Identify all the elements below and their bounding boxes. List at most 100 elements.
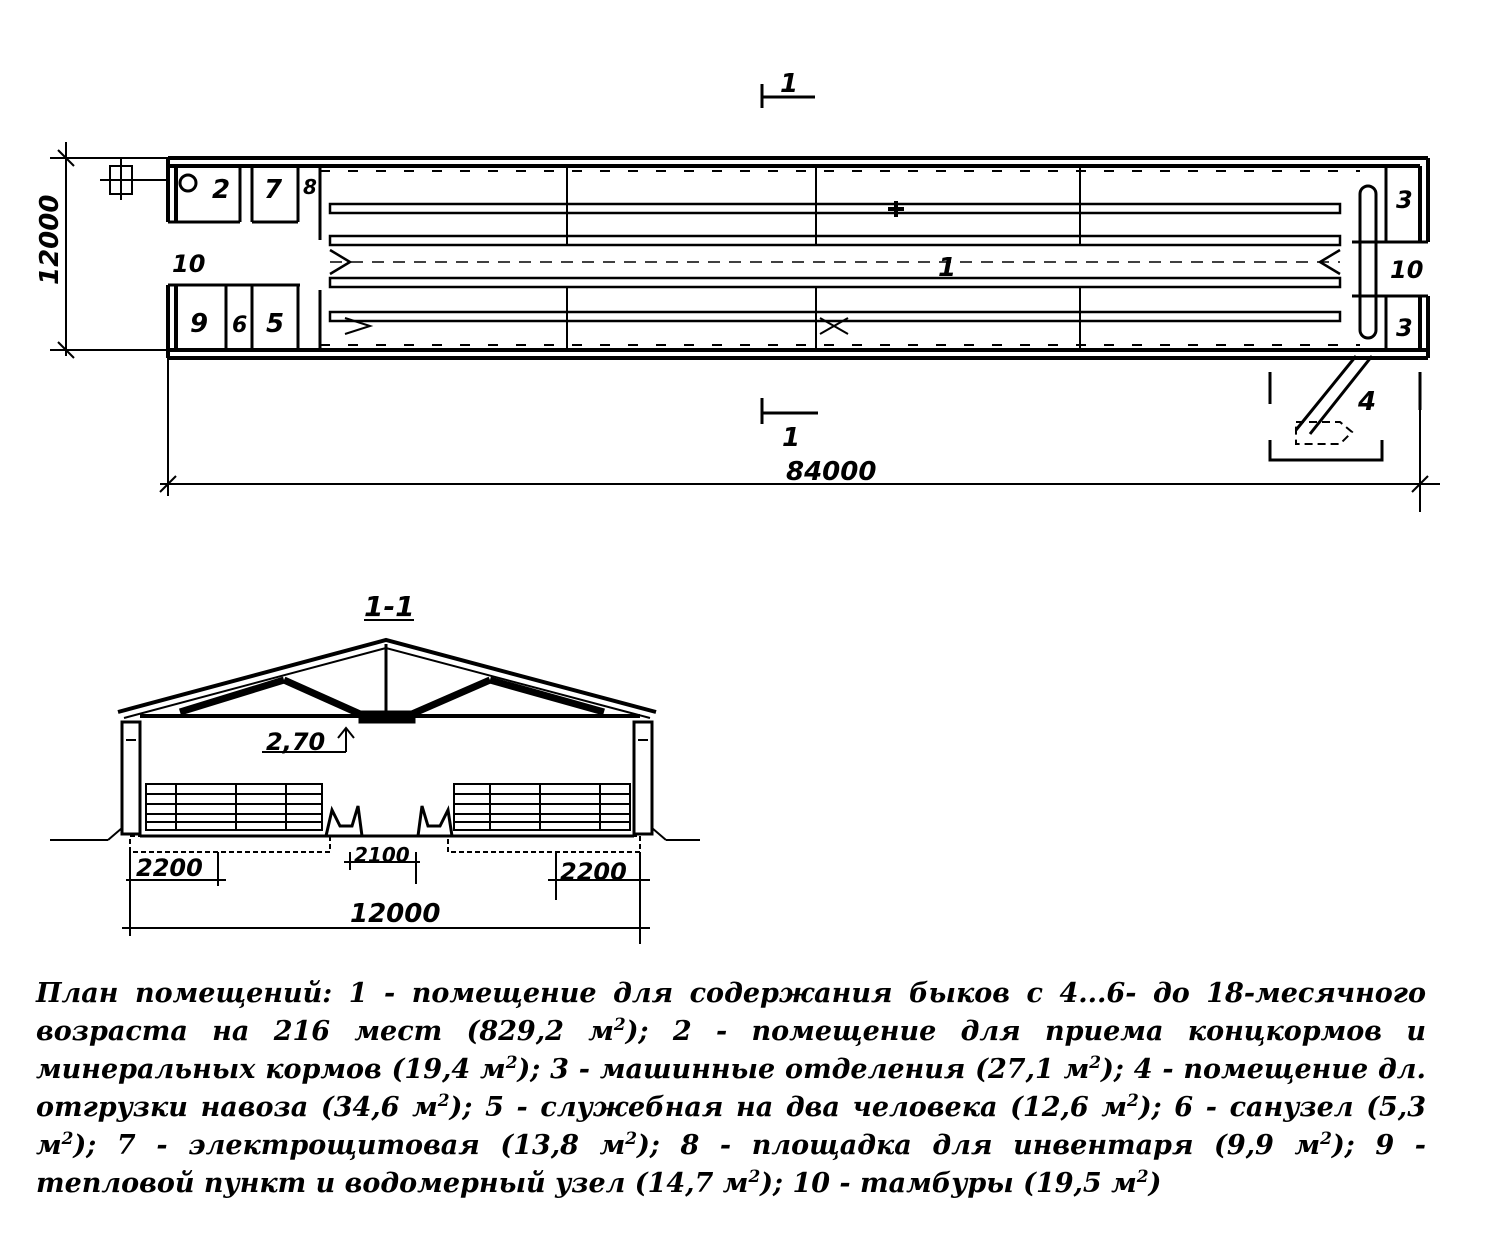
room-label-7: 7 [264, 175, 283, 205]
floor-plan [50, 84, 1440, 512]
legend-exponent: 2 [437, 1091, 450, 1111]
legend-area: 829,2 [479, 1016, 589, 1047]
section-walls [50, 720, 700, 841]
legend-item-7: 7 - электрощитовая (13,8 м2); [116, 1129, 681, 1161]
room-label-1: 1 [938, 253, 956, 283]
left-rooms [168, 166, 322, 350]
legend-number: 10 [792, 1168, 831, 1199]
room-label-3-top: 3 [1396, 186, 1413, 214]
legend-text: - электрощитовая ( [135, 1130, 514, 1161]
legend-text: - помещение дл. отгрузки навоза ( [36, 1054, 1426, 1123]
legend-unit: м [1294, 1130, 1321, 1161]
room-label-4: 4 [1357, 387, 1376, 417]
legend-area: 14,7 [647, 1168, 723, 1199]
legend-item-10: 10 - тамбуры (19,5 м2) [792, 1167, 1162, 1199]
legend-area: 5,3 [1379, 1092, 1426, 1123]
legend-text: - санузел ( [1193, 1092, 1380, 1123]
legend-item-2: 2 - помещение для приема концкормов и ми… [36, 1016, 1426, 1085]
legend-text: - тепловой пункт и водомерный узел ( [36, 1130, 1426, 1199]
legend-text: - тамбуры ( [830, 1168, 1036, 1199]
legend-unit: м [480, 1054, 506, 1085]
room-label-10-right: 10 [1390, 256, 1423, 284]
dim-total-label: 12000 [350, 899, 440, 929]
manure-channels [129, 835, 641, 853]
legend-exponent: 2 [1089, 1053, 1102, 1073]
legend-exponent: 2 [1127, 1091, 1139, 1111]
legend-item-6: 6 - санузел (5,3 м2); [36, 1092, 1426, 1161]
room-label-10-left: 10 [172, 250, 205, 278]
legend-number: 2 [672, 1016, 692, 1047]
legend-unit: м [412, 1092, 438, 1123]
dim-length-label: 84000 [786, 457, 876, 487]
right-rooms [1268, 166, 1428, 462]
legend-number: 7 [116, 1130, 136, 1161]
legend-area: 27,1 [987, 1054, 1064, 1085]
legend-exponent: 2 [1320, 1129, 1332, 1149]
legend-unit: м [1111, 1168, 1137, 1199]
section-labels: 1-1 2,70 2200 2100 2200 12000 [136, 590, 627, 929]
legend-item-9: 9 - тепловой пункт и водомерный узел (14… [36, 1130, 1426, 1199]
legend-exponent: 2 [625, 1129, 638, 1149]
section-mark-bottom: 1 [782, 423, 800, 453]
height-mark-label: 2,70 [266, 728, 325, 756]
legend-area: 34,6 [333, 1092, 413, 1123]
legend-unit: м [1101, 1092, 1128, 1123]
dim-width-label: 12000 [35, 195, 65, 285]
legend-number: 6 [1174, 1092, 1194, 1123]
legend-number: 3 [550, 1054, 569, 1085]
room-label-8: 8 [303, 175, 317, 199]
outer-walls [166, 156, 1430, 360]
legend-unit: м [588, 1016, 614, 1047]
legend-unit: м [1063, 1054, 1090, 1085]
dim-right-label: 2200 [560, 858, 627, 886]
room-label-5: 5 [266, 309, 284, 339]
caption-items: 1 - помещение для содержания быков с 4..… [36, 978, 1426, 1199]
room-label-3-bottom: 3 [1396, 314, 1413, 342]
legend-exponent: 2 [61, 1129, 74, 1149]
room-label-9: 9 [190, 309, 208, 339]
section-title: 1-1 [364, 590, 415, 623]
section-stalls [140, 783, 634, 838]
legend-unit: м [36, 1130, 62, 1161]
dim-center-label: 2100 [354, 843, 410, 867]
legend-number: 5 [485, 1092, 504, 1123]
legend-exponent: 2 [1136, 1167, 1149, 1187]
legend-text: - площадка для инвентаря ( [699, 1130, 1227, 1161]
legend-exponent: 2 [613, 1015, 626, 1035]
legend-item-5: 5 - служебная на два человека (12,6 м2); [485, 1091, 1175, 1123]
legend-text: - служебная на два человека ( [503, 1092, 1023, 1123]
height-marker [262, 726, 355, 753]
room-label-2: 2 [212, 175, 230, 205]
section-mark-top: 1 [780, 69, 798, 99]
caption-intro: План помещений: [36, 978, 333, 1009]
legend-item-1: 1 - помещение для содержания быков с 4..… [36, 978, 1427, 1047]
plan-dimensions [50, 142, 1440, 512]
legend-number: 1 [348, 978, 368, 1009]
legend-unit: м [722, 1168, 749, 1199]
dim-left-label: 2200 [136, 854, 203, 882]
caption: План помещений: 1 - помещение для содерж… [36, 975, 1426, 1203]
legend-area: 19,5 [1035, 1168, 1112, 1199]
site-detail [100, 158, 168, 200]
legend-area: 12,6 [1022, 1092, 1102, 1123]
legend-text: - машинные отделения ( [568, 1054, 988, 1085]
room-label-6: 6 [232, 313, 247, 338]
legend-text: - помещение для приема концкормов и мине… [36, 1016, 1426, 1085]
window-ticks [320, 170, 1360, 346]
legend-number: 8 [680, 1130, 700, 1161]
roof [117, 637, 657, 724]
plan-labels: 1 1 12000 84000 1 2 3 3 4 5 6 7 8 9 10 1… [35, 69, 1423, 487]
legend-area: 19,4 [404, 1054, 481, 1085]
legend-item-4: 4 - помещение дл. отгрузки навоза (34,6 … [36, 1054, 1426, 1123]
frame-walls [566, 166, 1081, 350]
legend-item-8: 8 - площадка для инвентаря (9,9 м2); [680, 1129, 1376, 1161]
legend-number: 4 [1133, 1054, 1153, 1085]
legend-number: 9 [1375, 1130, 1395, 1161]
stall-rows [328, 202, 1342, 335]
legend-area: 13,8 [513, 1130, 600, 1161]
cross-section [50, 619, 700, 944]
section-dimensions [122, 852, 650, 944]
legend-area: 9,9 [1226, 1130, 1295, 1161]
legend-unit: м [599, 1130, 626, 1161]
